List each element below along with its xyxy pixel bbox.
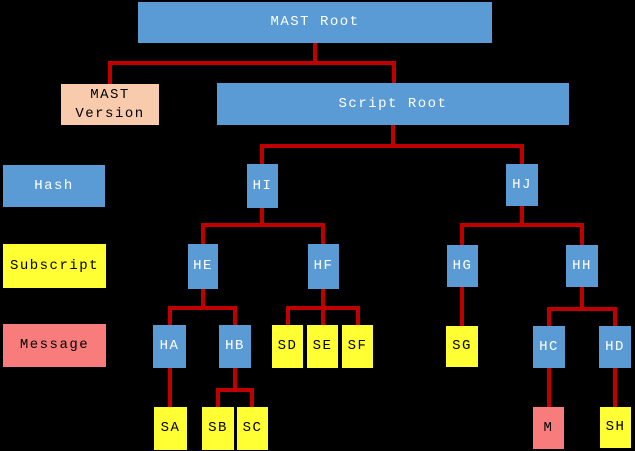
node-sf: SF <box>342 325 373 368</box>
connector-drop-hg <box>460 223 464 245</box>
connector-drop-sb <box>216 388 220 407</box>
connector-hi-stem <box>260 208 264 227</box>
node-mast-root: MAST Root <box>138 2 492 43</box>
node-sc: SC <box>237 407 268 450</box>
connector-drop-sd <box>286 306 290 325</box>
connector-hb-bar <box>216 388 254 392</box>
connector-hj-bar <box>460 223 584 227</box>
node-hi: HI <box>247 164 278 208</box>
node-hh: HH <box>566 245 598 287</box>
connector-drop-hd <box>613 307 617 326</box>
row-label-hash: Hash <box>3 165 105 207</box>
connector-hg-to-sg <box>460 287 464 326</box>
connector-drop-sc <box>250 388 254 407</box>
connector-he-stem <box>201 289 205 310</box>
row-label-subscript: Subscript <box>3 244 106 288</box>
connector-he-bar <box>168 306 237 310</box>
connector-drop-hj <box>520 144 524 164</box>
node-hd: HD <box>599 326 631 368</box>
connector-mastroot-bar <box>108 61 396 65</box>
connector-drop-hh <box>580 223 584 245</box>
connector-drop-mastversion <box>108 61 112 84</box>
connector-scriptroot-stem <box>391 125 395 148</box>
node-hg: HG <box>447 245 478 287</box>
node-m: M <box>533 407 564 449</box>
node-ha: HA <box>153 325 186 368</box>
node-sb: SB <box>202 407 234 450</box>
connector-ha-to-sa <box>168 368 172 407</box>
connector-scriptroot-bar <box>260 144 524 148</box>
connector-drop-scriptroot <box>392 61 396 83</box>
node-se: SE <box>307 325 338 368</box>
node-sd: SD <box>272 325 303 368</box>
node-hj: HJ <box>506 164 538 206</box>
connector-hb-stem <box>233 368 237 392</box>
node-mast-version: MAST Version <box>61 84 159 125</box>
connector-drop-hb <box>233 306 237 325</box>
connector-drop-ha <box>168 306 172 325</box>
connector-drop-hi <box>260 144 264 164</box>
node-sg: SG <box>446 326 478 367</box>
connector-hf-bar <box>286 306 360 310</box>
connector-drop-hc <box>547 307 551 326</box>
connector-hh-bar <box>547 307 617 311</box>
node-hb: HB <box>219 325 251 368</box>
connector-drop-he <box>201 223 205 244</box>
connector-hh-stem <box>580 287 584 311</box>
connector-hj-stem <box>520 206 524 227</box>
connector-hi-bar <box>201 223 325 227</box>
node-hf: HF <box>308 244 339 289</box>
row-label-message: Message <box>3 324 106 367</box>
node-he: HE <box>188 244 218 289</box>
connector-drop-sf <box>356 306 360 325</box>
node-script-root: Script Root <box>217 83 569 125</box>
connector-drop-hf <box>321 223 325 244</box>
node-sh: SH <box>600 407 631 448</box>
connector-mastroot-stem <box>313 43 317 65</box>
connector-hd-to-sh <box>613 368 617 407</box>
connector-hc-to-m <box>547 368 551 407</box>
node-hc: HC <box>533 326 565 368</box>
node-sa: SA <box>154 407 187 450</box>
